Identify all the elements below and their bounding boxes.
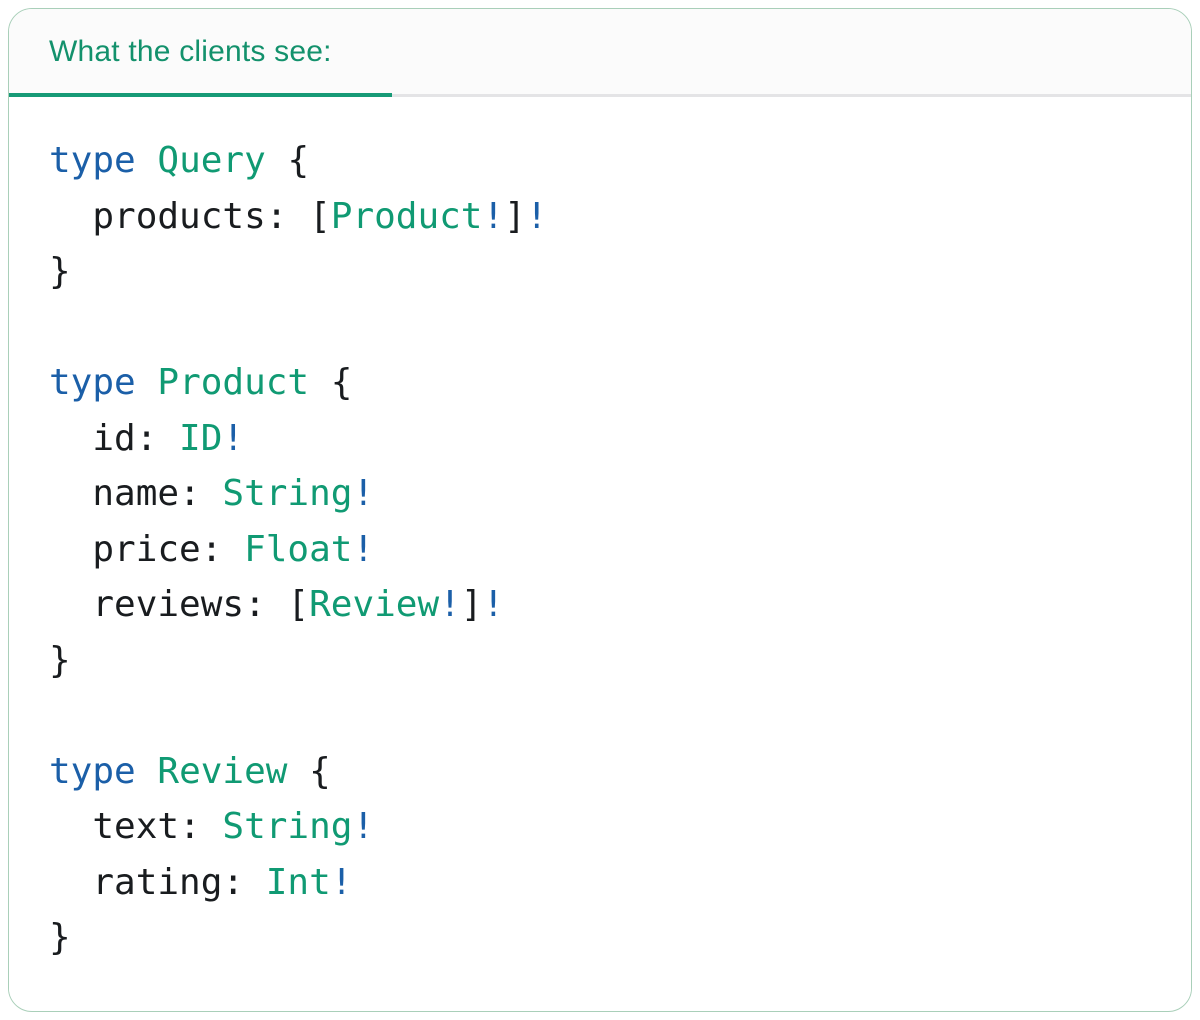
code-token: !	[482, 584, 505, 625]
code-token: type	[49, 362, 136, 403]
code-line: products: [Product!]!	[49, 189, 1151, 245]
code-token: Review	[157, 750, 288, 792]
code-token	[136, 751, 158, 792]
code-token: {	[287, 750, 331, 792]
code-token: }	[49, 917, 71, 958]
code-token: !	[352, 473, 375, 514]
code-line: type Review {	[49, 744, 1151, 800]
code-line: reviews: [Review!]!	[49, 577, 1151, 633]
code-token: !	[525, 195, 548, 237]
tab-what-clients-see[interactable]: What the clients see:	[49, 35, 332, 69]
code-line: type Product {	[49, 355, 1151, 411]
code-token	[136, 362, 158, 403]
code-line: type Query {	[49, 133, 1151, 189]
code-token: id:	[49, 417, 180, 459]
code-token: }	[49, 251, 71, 292]
code-block: type Query { products: [Product!]!} type…	[49, 133, 1151, 966]
active-tab-underline	[9, 93, 392, 97]
code-token: type	[49, 750, 136, 792]
panel-header: What the clients see:	[9, 9, 1191, 97]
code-token: Product	[330, 195, 483, 237]
code-token: }	[49, 639, 71, 681]
code-token: price:	[49, 528, 245, 570]
code-token: name:	[49, 473, 223, 514]
code-line: }	[49, 244, 1151, 300]
code-token: String	[222, 806, 353, 847]
code-line: name: String!	[49, 466, 1151, 522]
code-token: ID	[179, 417, 223, 459]
code-token: text:	[49, 806, 223, 847]
code-token: ]	[504, 195, 526, 237]
code-line: id: ID!	[49, 411, 1151, 467]
code-token: !	[352, 528, 375, 570]
code-token: !	[482, 195, 505, 237]
code-line	[49, 300, 1151, 356]
tab-label: What the clients see:	[49, 34, 332, 68]
code-token: Float	[244, 528, 353, 570]
code-token: Review	[309, 584, 440, 625]
code-token: !	[352, 806, 375, 847]
code-token: !	[439, 584, 461, 625]
code-token: String	[222, 473, 353, 514]
code-line: rating: Int!	[49, 855, 1151, 911]
code-line: }	[49, 910, 1151, 966]
code-token: {	[309, 362, 353, 403]
schema-panel: What the clients see: type Query { produ…	[8, 8, 1192, 1012]
code-area: type Query { products: [Product!]!} type…	[9, 97, 1191, 1006]
code-token: rating:	[49, 861, 266, 903]
code-token: Product	[157, 362, 310, 403]
code-token: Int	[265, 861, 331, 903]
code-token: ]	[460, 584, 483, 625]
code-token: !	[330, 861, 353, 903]
code-line: price: Float!	[49, 522, 1151, 578]
code-token: reviews: [	[49, 584, 310, 625]
code-token: {	[265, 140, 310, 181]
code-line: }	[49, 633, 1151, 689]
code-line: text: String!	[49, 799, 1151, 855]
code-line	[49, 688, 1151, 744]
code-token	[136, 140, 158, 181]
code-token: !	[222, 417, 245, 459]
code-token: Query	[157, 140, 266, 181]
code-token: products: [	[49, 195, 331, 237]
code-token: type	[49, 140, 136, 181]
